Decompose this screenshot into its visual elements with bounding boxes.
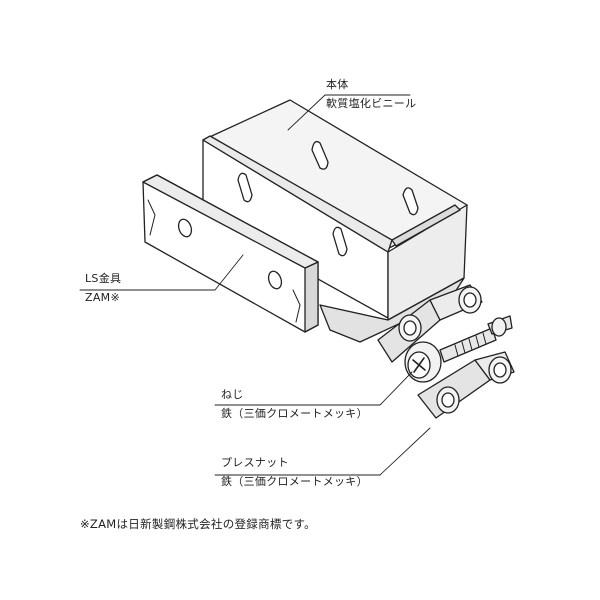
- body-slot: [332, 226, 348, 257]
- ls-plate-top-edge: [142, 174, 319, 269]
- trademark-footnote: ※ZAMは日新製鋼株式会社の登録商標です。: [80, 517, 316, 531]
- ls-plate-edge: [304, 261, 319, 333]
- leader-ls: [79, 254, 244, 291]
- leader-lines: [79, 94, 431, 476]
- ls-material-label: ZAM※: [85, 291, 120, 304]
- body-slot: [402, 187, 419, 216]
- nut-name-label: プレスナット: [221, 456, 289, 469]
- nut-material-label: 鉄（三価クロメートメッキ）: [221, 475, 368, 488]
- body-inner-rim: [391, 204, 461, 247]
- leader-body: [287, 94, 411, 131]
- screw-name-label: ねじ: [221, 388, 244, 401]
- press-nuts: [377, 284, 515, 419]
- leader-screw: [214, 371, 413, 406]
- ls-hole: [267, 270, 283, 290]
- ls-name-label: LS金具: [85, 272, 122, 285]
- main-body: [202, 99, 468, 343]
- ls-bracket: [142, 174, 319, 333]
- body-name-label: 本体: [326, 78, 349, 91]
- screw-shaft: [439, 327, 497, 363]
- ls-hole: [177, 218, 193, 238]
- body-slot: [237, 172, 253, 203]
- body-material-label: 軟質塩化ビニール: [326, 97, 417, 110]
- leader-nut: [214, 427, 431, 476]
- screw-material-label: 鉄（三価クロメートメッキ）: [221, 407, 368, 420]
- screws: [404, 315, 513, 383]
- body-slot: [311, 140, 329, 170]
